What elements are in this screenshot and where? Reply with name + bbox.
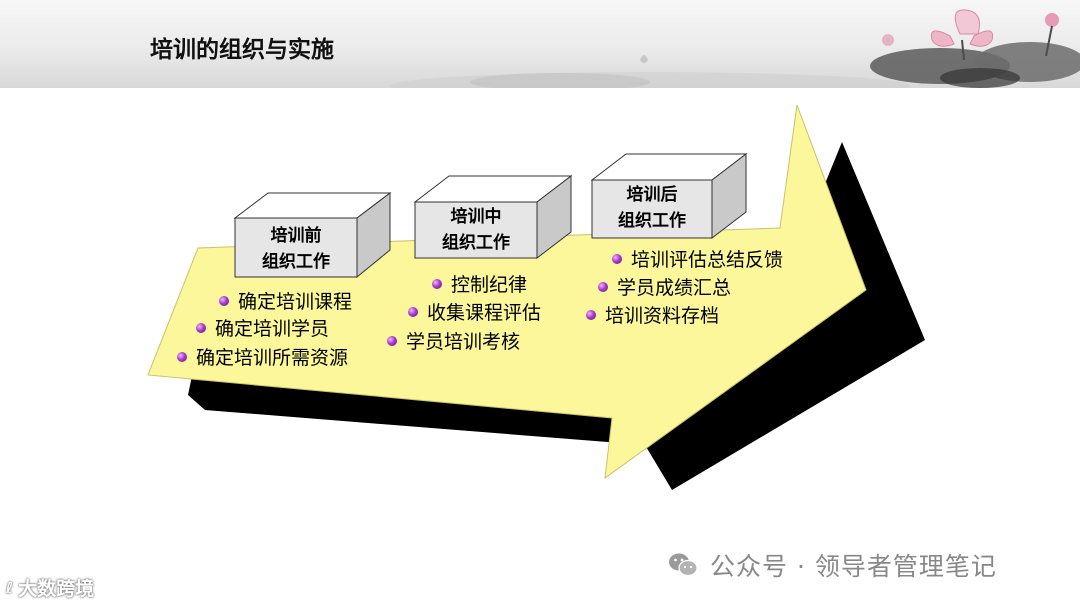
stage-label-before: 培训前 组织工作 (235, 223, 357, 275)
list-item-label: 学员成绩汇总 (617, 277, 732, 299)
corner-watermark: ℓ 大数跨境 (6, 574, 94, 601)
arrow-body (147, 104, 867, 480)
list-item: 确定培训课程 (219, 287, 352, 314)
bullet-dot-icon (432, 278, 442, 289)
list-item-label: 学员培训考核 (406, 331, 521, 353)
list-item-label: 收集课程评估 (427, 302, 542, 324)
list-item: 收集课程评估 (408, 298, 541, 325)
stage-label-line2: 组织工作 (618, 211, 686, 231)
watermark: 公众号 · 领导者管理笔记 (668, 547, 997, 583)
stage-box-after (590, 152, 748, 240)
list-item-label: 确定培训所需资源 (196, 347, 349, 369)
bullet-dot-icon (219, 295, 229, 306)
stage-label-line1: 培训后 (626, 185, 678, 205)
list-item: 学员成绩汇总 (598, 273, 731, 300)
bullet-dot-icon (598, 281, 608, 292)
lotus-decoration (390, 9, 1080, 88)
list-item: 培训评估总结反馈 (612, 245, 783, 272)
list-item-label: 培训评估总结反馈 (631, 249, 784, 271)
watermark-text: 公众号 · 领导者管理笔记 (710, 552, 997, 581)
stage-label-after: 培训后 组织工作 (592, 182, 712, 234)
page-title: 培训的组织与实施 (150, 37, 334, 63)
stage-label-line2: 组织工作 (442, 233, 510, 253)
list-item: 培训资料存档 (586, 301, 719, 328)
list-item: 确定培训所需资源 (177, 343, 348, 370)
bullet-dot-icon (177, 351, 187, 362)
list-item: 学员培训考核 (387, 327, 520, 354)
stage-label-during: 培训中 组织工作 (415, 204, 537, 256)
bullet-dot-icon (408, 306, 418, 317)
bullet-dot-icon (387, 335, 397, 346)
list-item-label: 确定培训学员 (215, 318, 330, 340)
bullet-dot-icon (586, 309, 596, 320)
stage-label-line1: 培训前 (270, 226, 322, 246)
list-item: 控制纪律 (432, 270, 527, 297)
corner-logo-icon: ℓ (6, 578, 13, 597)
corner-watermark-text: 大数跨境 (18, 578, 95, 600)
list-item-label: 控制纪律 (451, 274, 528, 296)
stage-box-during (413, 174, 573, 260)
list-item-label: 确定培训课程 (238, 291, 353, 313)
stage-box-before (233, 191, 392, 279)
list-item-label: 培训资料存档 (605, 305, 720, 327)
stage-label-line2: 组织工作 (262, 252, 330, 272)
wechat-icon (668, 552, 698, 578)
header-banner: 培训的组织与实施 (0, 0, 1080, 88)
stage-label-line1: 培训中 (450, 207, 502, 227)
list-item: 确定培训学员 (196, 314, 329, 341)
bullet-dot-icon (196, 322, 206, 333)
bullet-dot-icon (612, 253, 622, 264)
